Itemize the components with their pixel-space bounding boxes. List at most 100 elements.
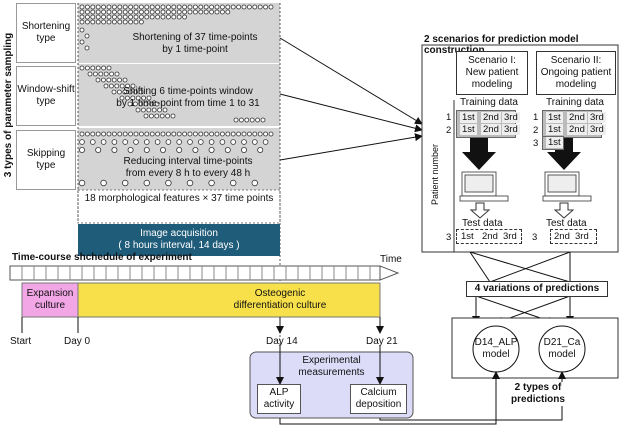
test-block-1 [456,229,522,244]
sample-dot [122,4,128,10]
sample-dot [143,146,150,153]
sample-dot [148,113,154,119]
side-label: 3 types of parameter sampling [3,32,14,178]
sample-dot [117,77,122,83]
osteogenic-culture-bar [77,282,381,318]
sample-dot [203,9,209,15]
sample-dot [117,131,123,137]
sample-dot [165,4,171,10]
sample-dot [146,107,152,113]
sample-dot [117,9,123,15]
sample-dot [121,179,129,187]
sample-dot [252,139,258,145]
sample-dot [101,9,106,15]
sample-dot [214,9,220,15]
sample-dot [109,71,114,77]
sample-dot [241,139,247,145]
sample-dot [209,4,215,10]
sample-dot [90,9,96,15]
sample-dot [144,4,150,10]
row-num: 1 [446,112,452,123]
sample-dot [95,9,101,15]
sample-dot [160,131,166,137]
sample-dot [103,83,109,89]
sample-dot [149,14,155,20]
sample-dot [165,113,171,119]
sample-dot [160,4,166,10]
sample-dot [219,139,226,145]
batch-1st: 1st [461,231,474,242]
sample-dot [186,179,194,187]
image-acquisition-block [78,224,280,256]
sample-dot [144,131,150,137]
sample-dot [84,33,90,39]
start-label: Start [10,336,32,347]
sample-dot [187,131,193,137]
sample-dot [100,179,107,187]
sample-dot [268,131,274,137]
sample-dot [101,19,106,25]
batch-3rd: 3rd [575,231,589,242]
sample-dot [143,113,149,119]
sample-dot [79,146,86,153]
sample-dot [127,101,133,107]
sample-dot [133,131,139,137]
sample-dot [214,4,220,10]
sample-dot [95,77,101,83]
batch-2nd: 2nd [482,231,498,242]
sample-dot [114,71,120,77]
features-box [77,189,281,224]
sample-dot [122,139,128,145]
sample-dot [138,14,144,20]
sample-dot [176,131,182,137]
sample-dot [176,9,182,15]
sample-dot [95,4,101,10]
sample-dot [203,4,209,10]
sample-dot [209,9,215,15]
sample-dot [252,131,258,137]
sample-dot [159,146,166,153]
sample-dot [79,19,85,25]
batch-2nd: 2nd [554,231,570,242]
sample-dot [128,4,134,10]
patient-number-label: Patient number [430,143,440,205]
sample-dot [85,14,90,20]
training-data-label-1: Training data [460,97,518,108]
sample-dot [90,139,96,145]
prediction-types-label: 2 types of predictions [498,382,578,406]
sample-dot [219,9,225,15]
model-d21-ca: D21_Ca model [543,337,581,360]
sample-dot [109,83,114,89]
sample-dot [79,65,85,71]
sample-dot [241,4,247,10]
sample-dot [106,14,112,20]
sample-dot [117,4,123,10]
row-num: 2 [533,125,539,136]
sample-dot [154,101,160,107]
sample-dot [236,131,242,137]
sample-dot [79,4,85,10]
sample-dot [90,14,96,20]
sample-dot [251,179,258,187]
batch-2nd: 2nd [567,124,587,135]
sample-dot [128,9,134,15]
sample-dot [85,131,90,137]
sample-dot [198,131,204,137]
sample-dot [117,19,123,25]
sample-dot [85,4,90,10]
sample-dot [127,89,133,95]
sample-dot [151,107,157,113]
sample-dot [122,89,128,95]
sample-dot [171,14,177,20]
sample-dot [141,95,147,101]
sample-dot [95,14,101,20]
sample-dot [117,14,123,20]
sample-dot [119,83,125,89]
sample-dot [192,146,199,153]
sample-dot [138,19,144,25]
skipping-type-label: Skipping type [16,130,76,190]
experimental-title: Experimental measurements [298,355,365,378]
batch-3rd: 3rd [502,124,520,135]
sample-dot [95,65,101,71]
sample-dot [138,4,144,10]
